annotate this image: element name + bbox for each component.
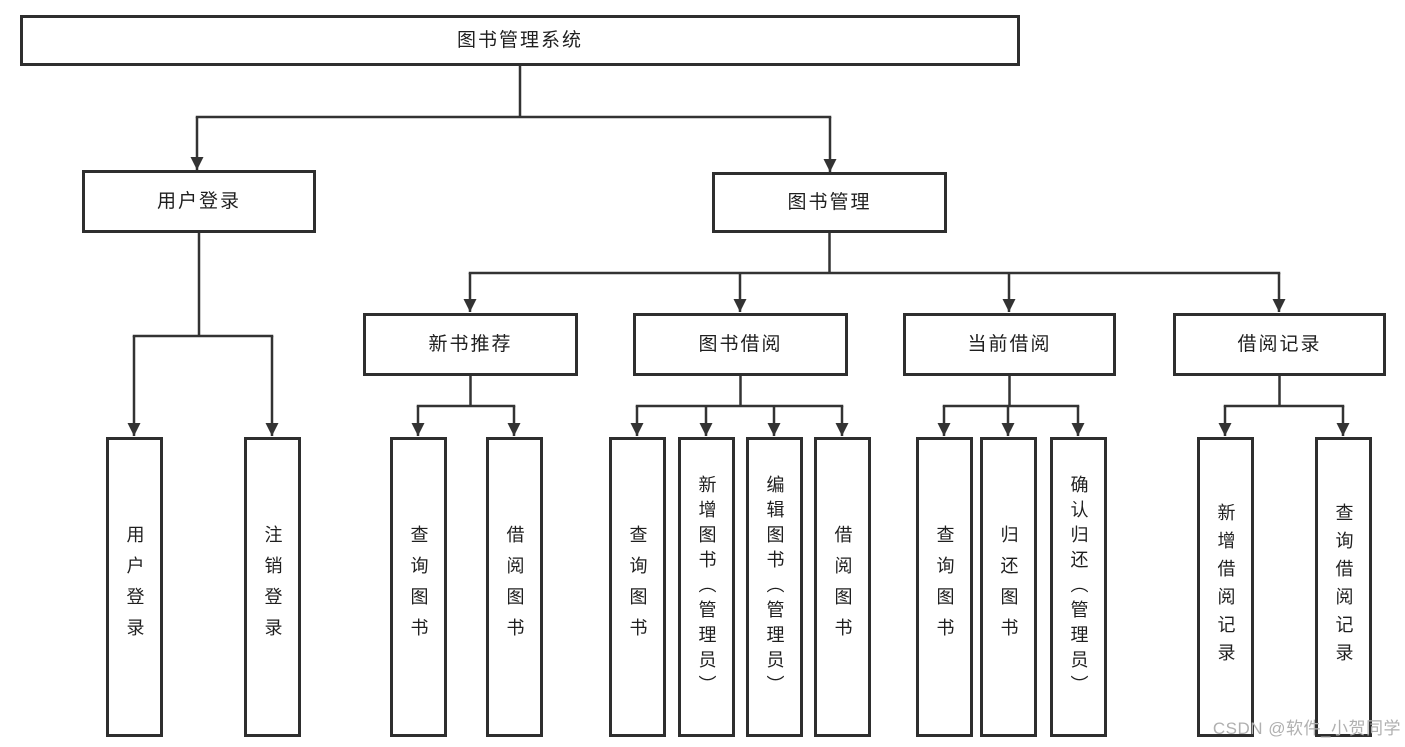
leaf-label: 借阅图书 (832, 525, 853, 649)
leaf-label: 归还图书 (998, 525, 1019, 649)
leaf-label: 查询借阅记录 (1333, 503, 1354, 671)
leaf-label: 查询图书 (627, 525, 648, 649)
leaf-label: 编辑图书（管理员） (764, 474, 785, 700)
leaf-recommend-borrow-books: 借阅图书 (486, 437, 543, 737)
leaf-label: 新增借阅记录 (1215, 503, 1236, 671)
node-book-borrowing: 图书借阅 (633, 313, 848, 376)
node-label: 图书借阅 (698, 334, 783, 355)
leaf-user-login: 用户登录 (106, 437, 163, 737)
node-library-management-system: 图书管理系统 (20, 15, 1020, 66)
leaf-records-add-borrow-record: 新增借阅记录 (1197, 437, 1254, 737)
leaf-label: 查询图书 (934, 525, 955, 649)
node-book-management: 图书管理 (712, 172, 947, 233)
node-current-borrowing: 当前借阅 (903, 313, 1116, 376)
leaf-recommend-query-books: 查询图书 (390, 437, 447, 737)
leaf-current-confirm-return-admin: 确认归还（管理员） (1050, 437, 1107, 737)
leaf-label: 查询图书 (408, 525, 429, 649)
node-label: 图书管理系统 (456, 30, 583, 51)
node-label: 新书推荐 (428, 334, 513, 355)
leaf-borrowing-query-books: 查询图书 (609, 437, 666, 737)
node-borrowing-records: 借阅记录 (1173, 313, 1386, 376)
leaf-label: 借阅图书 (504, 525, 525, 649)
leaf-current-return-books: 归还图书 (980, 437, 1037, 737)
leaf-borrowing-add-books-admin: 新增图书（管理员） (678, 437, 735, 737)
node-user-login: 用户登录 (82, 170, 316, 233)
leaf-label: 确认归还（管理员） (1068, 474, 1089, 700)
leaf-label: 新增图书（管理员） (696, 474, 717, 700)
leaf-label: 用户登录 (124, 525, 145, 649)
node-label: 借阅记录 (1237, 334, 1322, 355)
leaf-records-query-borrow-record: 查询借阅记录 (1315, 437, 1372, 737)
leaf-logout-login: 注销登录 (244, 437, 301, 737)
leaf-label: 注销登录 (262, 525, 283, 649)
tree-arrows (127, 117, 1350, 436)
node-label: 当前借阅 (967, 334, 1052, 355)
leaf-current-query-books: 查询图书 (916, 437, 973, 737)
leaf-borrowing-borrow-books: 借阅图书 (814, 437, 871, 737)
leaf-borrowing-edit-books-admin: 编辑图书（管理员） (746, 437, 803, 737)
node-label: 图书管理 (787, 192, 872, 213)
node-label: 用户登录 (156, 191, 241, 212)
csdn-watermark: CSDN @软件_小贺同学 (1212, 719, 1401, 738)
node-new-book-recommend: 新书推荐 (363, 313, 578, 376)
